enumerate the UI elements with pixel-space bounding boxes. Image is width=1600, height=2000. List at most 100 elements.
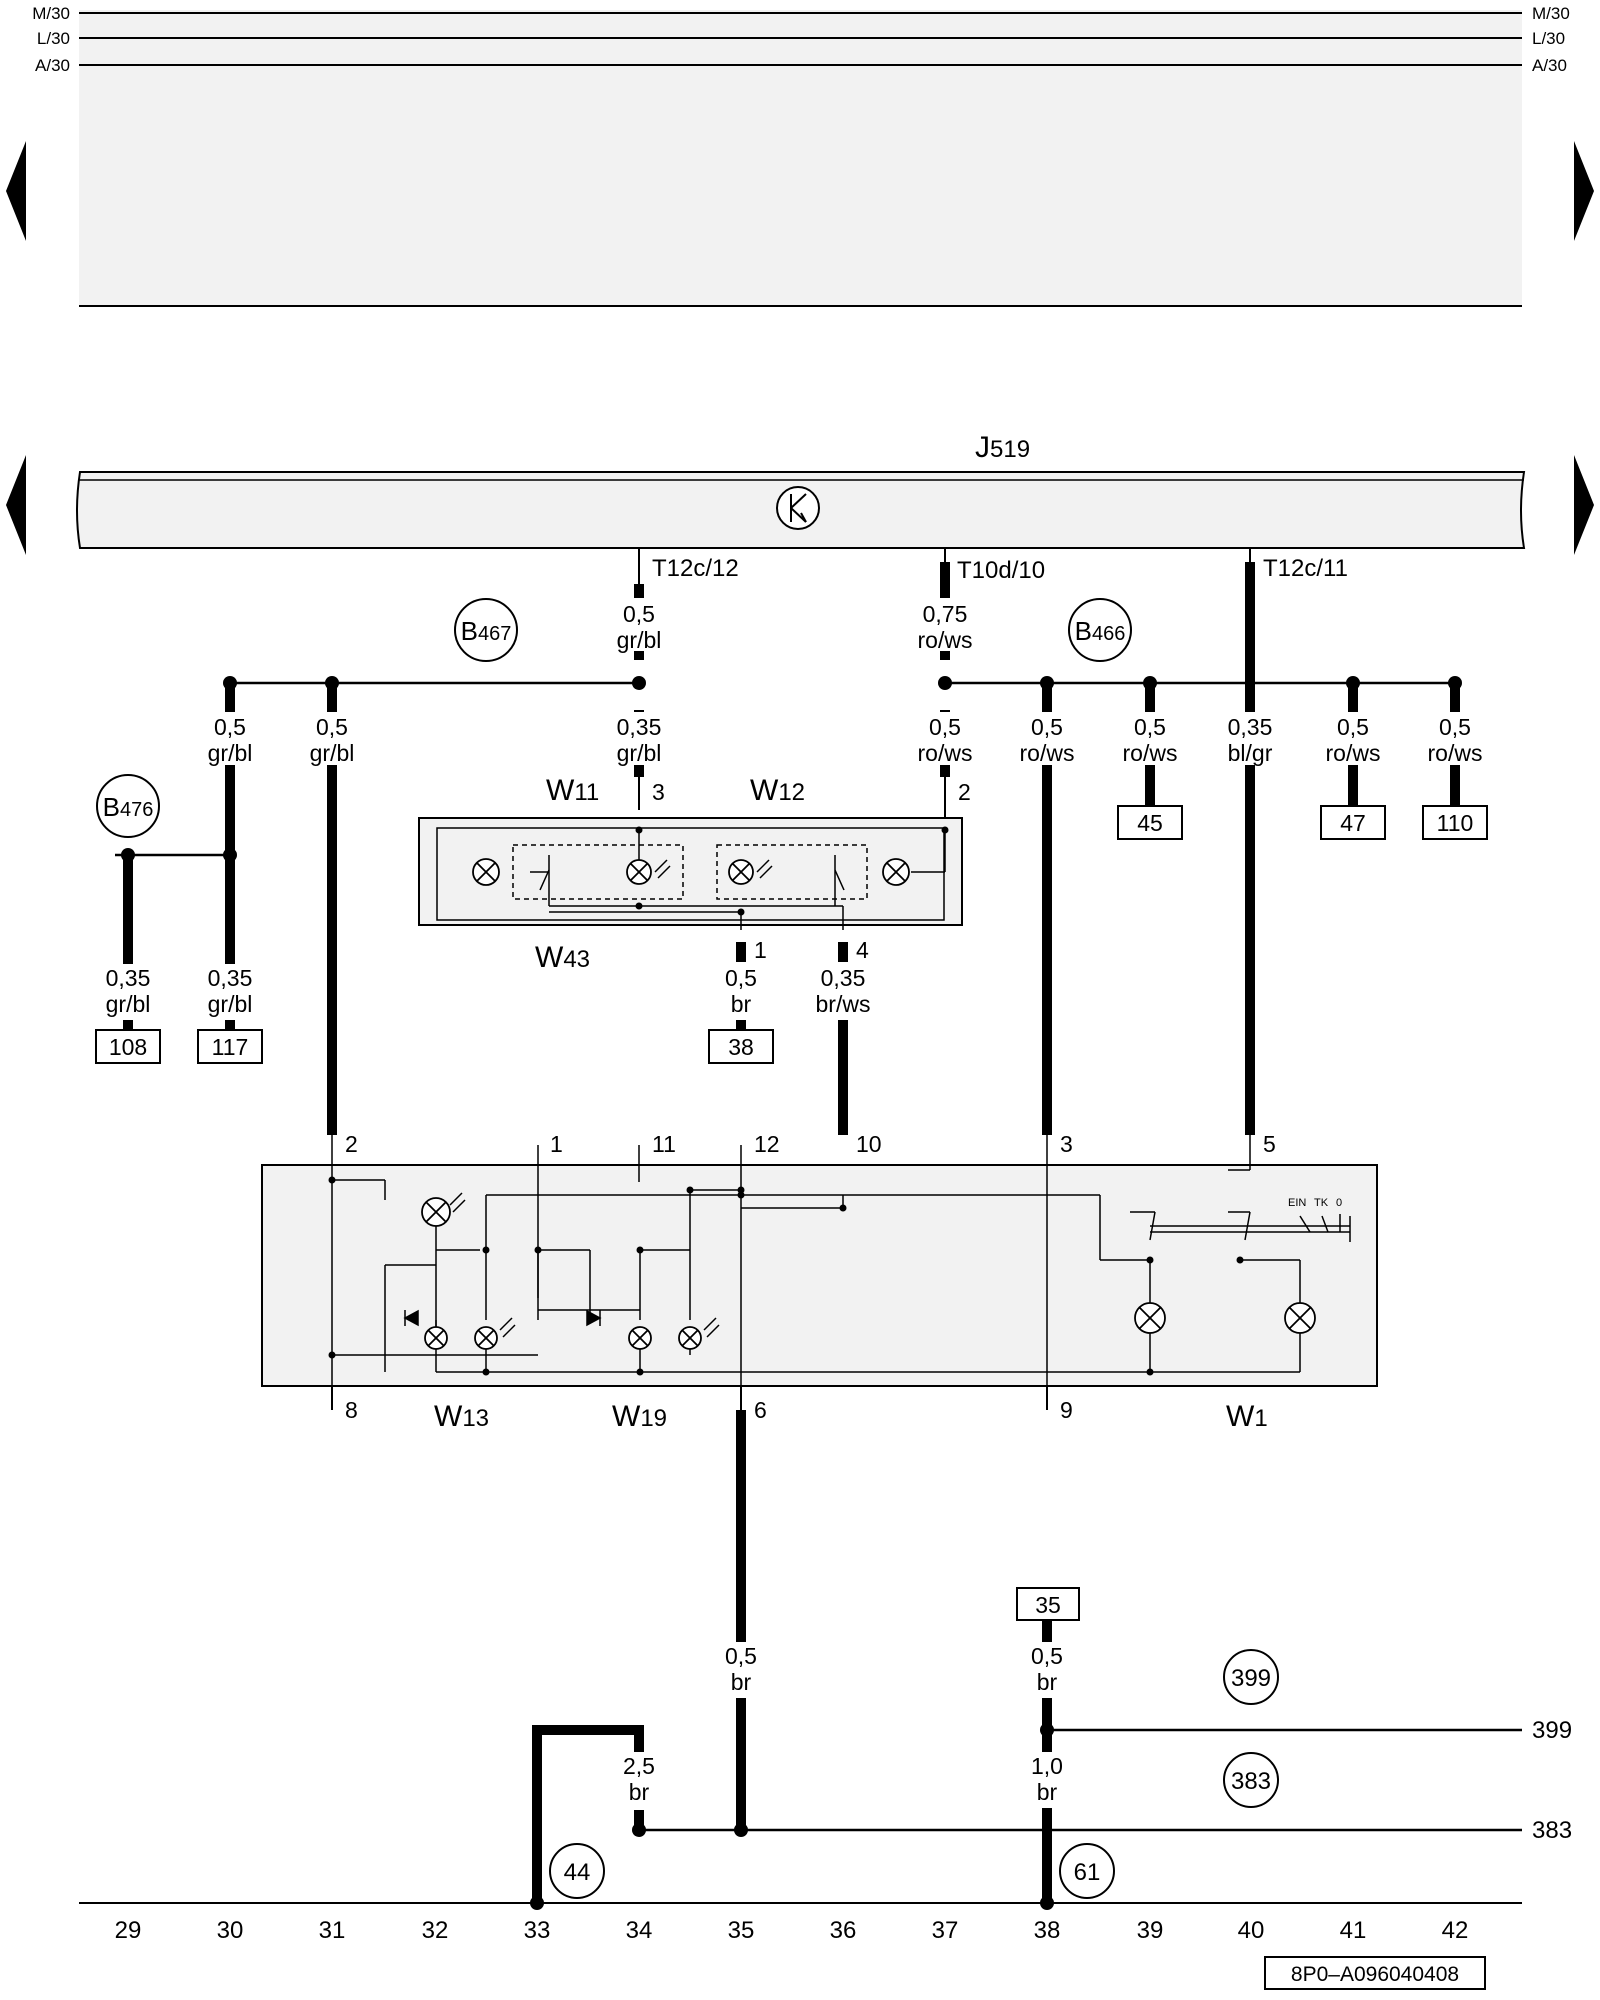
track-marker-399-label: 399 — [1231, 1665, 1271, 1692]
column-number: 29 — [115, 1917, 142, 1944]
splice-dots — [121, 676, 1462, 862]
wire-label-t10d10: 0,75 ro/ws — [910, 599, 980, 653]
junction-b467-letter: B — [461, 616, 478, 646]
led-arrow-icon — [449, 1192, 720, 1338]
wire-label-col110: 0,5 ro/ws — [1420, 712, 1490, 766]
reference-110[interactable]: 110 — [1422, 805, 1488, 840]
control-unit-j519: J519 — [76, 431, 1526, 549]
reference-35-label: 35 — [1035, 1592, 1061, 1618]
reference-47[interactable]: 47 — [1320, 805, 1386, 840]
page-next-arrow-top[interactable] — [1574, 141, 1594, 241]
component-w11-number: 11 — [574, 779, 599, 806]
control-unit-name: J — [975, 431, 990, 464]
rail-label-right-m30: M/30 — [1532, 4, 1570, 23]
switch-position-tk: TK — [1314, 1197, 1329, 1209]
component-w12-letter: W — [750, 774, 779, 807]
reference-45[interactable]: 45 — [1117, 805, 1183, 840]
wire-color: gr/bl — [617, 627, 662, 653]
pin-block-10: 10 — [856, 1131, 882, 1157]
junction-b466[interactable]: B466 — [1068, 598, 1132, 662]
page-prev-arrow-top[interactable] — [6, 141, 26, 241]
component-w11-label: W11 — [546, 774, 599, 807]
page-prev-arrow-mid[interactable] — [6, 455, 26, 555]
component-w12-number: 12 — [778, 779, 805, 806]
diode-icon — [403, 1309, 602, 1327]
track-marker-399[interactable]: 399 — [1223, 1649, 1279, 1705]
column-number: 37 — [932, 1917, 959, 1944]
rail-label-left-m30: M/30 — [32, 4, 70, 23]
track-marker-383[interactable]: 383 — [1223, 1752, 1279, 1808]
wire-label-38: 0,5 br — [715, 964, 767, 1020]
track-end-label-399[interactable]: 399 — [1532, 1717, 1572, 1744]
lamp-icon — [421, 1197, 1316, 1350]
svg-text:B476: B476 — [103, 792, 154, 822]
component-w43-letter: W — [535, 941, 564, 974]
cu-symbol-icon — [776, 486, 820, 530]
track-end-label-383[interactable]: 383 — [1532, 1817, 1572, 1844]
wire-color: ro/ws — [1428, 740, 1483, 766]
ground-point-61[interactable]: 61 — [1059, 1843, 1115, 1899]
wire-color: gr/bl — [208, 991, 253, 1017]
component-w19-number: 19 — [640, 1405, 667, 1432]
component-w1-letter: W — [1226, 1400, 1255, 1433]
wire-color: ro/ws — [1326, 740, 1381, 766]
led-arrow-icon — [654, 859, 773, 879]
wire-size: 0,5 — [623, 601, 655, 627]
reference-38-label: 38 — [728, 1034, 754, 1060]
connector-t12c-11: T12c/11 — [1263, 555, 1348, 582]
wire-size: 0,35 — [208, 965, 253, 991]
reference-35[interactable]: 35 — [1016, 1587, 1080, 1621]
column-number: 39 — [1137, 1917, 1164, 1944]
junction-b466-number: 466 — [1092, 623, 1125, 645]
pin-w43-1: 1 — [754, 937, 767, 963]
reference-108-label: 108 — [109, 1034, 147, 1060]
junction-b476[interactable]: B476 — [96, 774, 160, 838]
wire-label-38b: 1,0 br — [1021, 1752, 1073, 1808]
wire-label-pin6: 0,5 br — [715, 1642, 767, 1698]
wire-color: br — [629, 1779, 650, 1805]
column-number: 36 — [830, 1917, 857, 1944]
wire-color: br — [1037, 1669, 1058, 1695]
page-next-arrow-mid[interactable] — [1574, 455, 1594, 555]
column-number: 30 — [217, 1917, 244, 1944]
wire-color: ro/ws — [1123, 740, 1178, 766]
column-number: 33 — [524, 1917, 551, 1944]
column-number: 42 — [1442, 1917, 1469, 1944]
column-number: 31 — [319, 1917, 346, 1944]
component-w1-number: 1 — [1254, 1405, 1267, 1432]
wire-label-ref35: 0,5 br — [1021, 1642, 1073, 1698]
reference-117[interactable]: 117 — [197, 1029, 263, 1064]
reference-38[interactable]: 38 — [708, 1029, 774, 1064]
wire-color: br/ws — [816, 991, 871, 1017]
wire-label-brws: 0,35 br/ws — [806, 964, 880, 1020]
reference-108[interactable]: 108 — [95, 1029, 161, 1064]
wire-size: 0,75 — [923, 601, 968, 627]
rail-label-left-l30: L/30 — [37, 29, 70, 48]
wire-color: gr/bl — [617, 740, 662, 766]
ground-point-44[interactable]: 44 — [549, 1843, 605, 1899]
column-number: 38 — [1034, 1917, 1061, 1944]
component-w13-number: 13 — [462, 1405, 489, 1432]
wire-label-117: 0,35 gr/bl — [202, 964, 258, 1020]
pin-block-11: 11 — [652, 1131, 676, 1157]
junction-b467[interactable]: B467 — [454, 598, 518, 662]
junction-b466-letter: B — [1075, 616, 1092, 646]
wire-label-t12c11: 0,35 bl/gr — [1215, 712, 1285, 766]
column-number: 35 — [728, 1917, 755, 1944]
component-w19-letter: W — [612, 1400, 641, 1433]
pin-w11-3: 3 — [652, 779, 665, 805]
wire-color: gr/bl — [208, 740, 253, 766]
rail-label-right-a30: A/30 — [1532, 56, 1567, 75]
column-number: 34 — [626, 1917, 653, 1944]
wire-color: br — [731, 1669, 752, 1695]
pin-w43-4: 4 — [856, 937, 869, 963]
light-unit-w43 — [418, 817, 963, 930]
reference-117-label: 117 — [212, 1034, 249, 1060]
wire-color: gr/bl — [106, 991, 151, 1017]
wire-size: 0,35 — [821, 965, 866, 991]
switch-block: EIN TK 0 — [261, 1135, 1378, 1400]
wire-size: 0,5 — [1134, 714, 1166, 740]
wire-color: br — [731, 991, 752, 1017]
component-w11-letter: W — [546, 774, 575, 807]
reference-110-label: 110 — [1437, 810, 1474, 836]
